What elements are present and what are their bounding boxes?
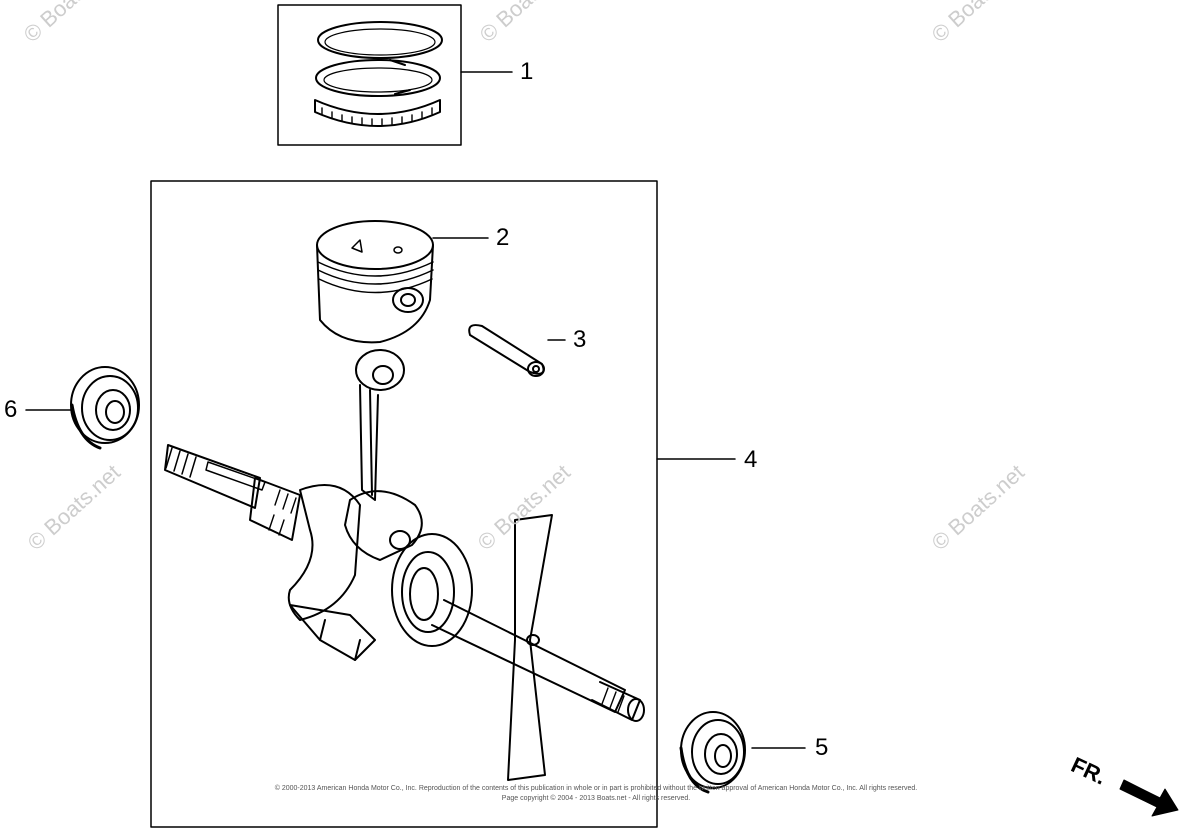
callout-5-bearing[interactable]: 5 xyxy=(815,734,829,761)
piston-rings[interactable] xyxy=(314,21,443,127)
front-direction-arrow xyxy=(1119,779,1179,817)
callout-2-piston[interactable]: 2 xyxy=(496,224,510,251)
callout-3-piston-pin[interactable]: 3 xyxy=(573,326,587,353)
piston-ring-kit-box xyxy=(277,4,462,146)
piston[interactable] xyxy=(316,220,434,344)
callout-6-bearing[interactable]: 6 xyxy=(4,396,18,423)
crankshaft-assembly-box xyxy=(150,180,658,828)
callout-4-crankshaft-assembly[interactable]: 4 xyxy=(744,446,758,473)
copyright-notice: © 2000-2013 American Honda Motor Co., In… xyxy=(176,784,1016,804)
copyright-line-2: Page copyright © 2004 - 2013 Boats.net -… xyxy=(501,795,691,802)
bearing-right[interactable] xyxy=(679,711,746,794)
bearing-left[interactable] xyxy=(70,366,140,450)
piston-pin[interactable] xyxy=(468,324,545,377)
copyright-line-1: © 2000-2013 American Honda Motor Co., In… xyxy=(274,785,918,792)
crankshaft[interactable] xyxy=(164,444,645,781)
connecting-rod[interactable] xyxy=(344,349,423,561)
callout-1-piston-rings[interactable]: 1 xyxy=(520,58,534,85)
